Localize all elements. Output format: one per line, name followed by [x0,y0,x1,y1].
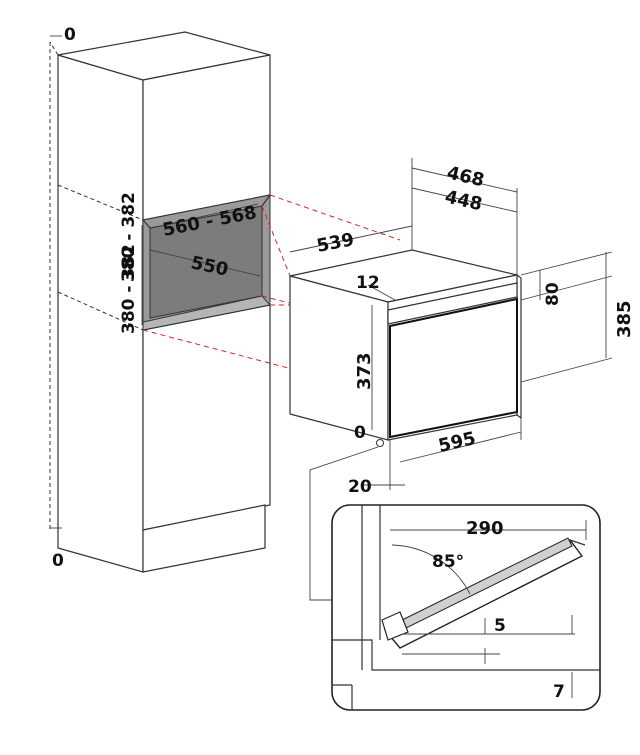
cabinet-niche [142,194,271,331]
dim-panel-height: 80 [543,282,563,306]
projection-lines [142,194,401,393]
cabinet-dimension-lines [50,35,261,529]
dim-width-inner: 448 [443,186,484,215]
dim-body-height: 373 [354,352,375,390]
dim-door-depth: 290 [466,518,504,539]
oven-dimension-lines [289,158,613,490]
dimension-labels: 0 0 560 - 568 550 380 - 382 380 - 382 53… [52,25,635,702]
dim-door-angle: 85° [432,552,464,572]
tall-cabinet [49,31,271,573]
door-detail-callout [331,504,601,711]
dim-gap-7: 7 [553,682,565,702]
dim-oven-width: 595 [436,428,477,457]
oven-unit [289,249,522,441]
detail-leader [309,446,379,601]
dim-top-offset: 12 [356,273,380,293]
dim-bottom-zero: 0 [52,551,64,571]
dim-front-offset: 20 [348,477,372,497]
dim-front-height: 385 [614,300,635,338]
dim-front-zero: 0 [354,423,366,443]
dim-gap-5: 5 [494,616,506,636]
dim-niche-height-upper: 380 - 382 [119,192,139,282]
dim-oven-depth: 539 [315,229,356,257]
dim-top-zero: 0 [64,25,76,45]
dim-niche-height-lower: 380 - 382 [119,244,139,334]
